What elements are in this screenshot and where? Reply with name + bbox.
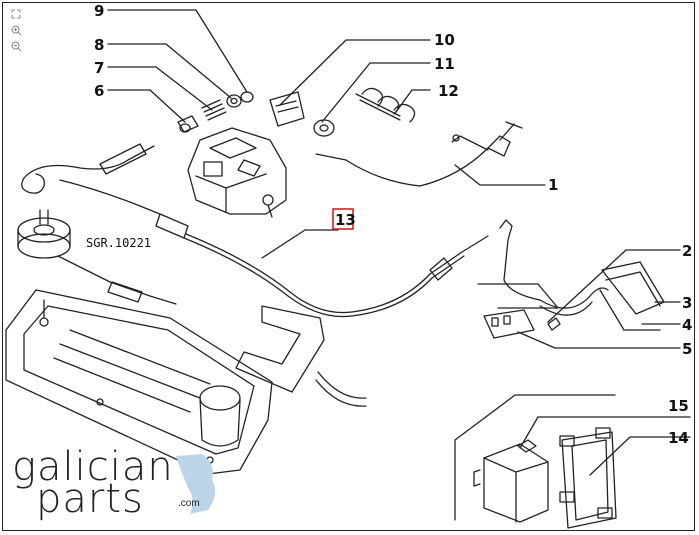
reference-code: SGR.10221 — [86, 236, 151, 250]
bracket-plate-10 — [269, 91, 305, 127]
callout-15[interactable]: 15 — [668, 397, 689, 415]
callout-3[interactable]: 3 — [682, 294, 692, 312]
callout-11[interactable]: 11 — [434, 55, 455, 73]
logo-line-2: parts — [36, 476, 144, 522]
hardware-parts-6-9 — [177, 91, 254, 133]
callout-5[interactable]: 5 — [682, 340, 692, 358]
callout-8[interactable]: 8 — [94, 36, 104, 54]
accelerator-pedal — [477, 219, 665, 339]
rocker-cover — [5, 289, 273, 475]
choke-cable — [21, 143, 155, 207]
part-14-bracket — [559, 427, 617, 529]
brand-logo: galician parts .com — [12, 444, 216, 522]
mounting-bracket — [235, 305, 367, 407]
callout-2[interactable]: 2 — [682, 242, 692, 260]
callout-12[interactable]: 12 — [438, 82, 459, 100]
logo-accent-shape — [176, 454, 216, 514]
callout-13[interactable]: 13 — [335, 211, 356, 229]
callout-labels: 9 8 7 6 10 11 12 1 13 2 3 4 5 15 14 SGR.… — [86, 2, 692, 447]
highlight-box-13[interactable] — [332, 208, 354, 230]
logo-line-1: galician — [12, 444, 174, 490]
throttle-pulley — [17, 209, 71, 259]
expand-icon[interactable] — [9, 8, 23, 20]
clips-12 — [355, 87, 416, 123]
logo-suffix: .com — [178, 498, 200, 509]
callout-10[interactable]: 10 — [434, 31, 455, 49]
callout-1[interactable]: 1 — [548, 176, 558, 194]
carburettor — [187, 127, 287, 218]
throttle-cable-1 — [315, 121, 523, 187]
callout-4[interactable]: 4 — [682, 316, 692, 334]
callout-9[interactable]: 9 — [94, 2, 104, 20]
part-15-module — [473, 439, 549, 523]
cable-13 — [139, 205, 489, 318]
callout-6[interactable]: 6 — [94, 82, 104, 100]
zoom-out-icon[interactable] — [9, 40, 23, 52]
callout-7[interactable]: 7 — [94, 59, 104, 77]
linkage-rods — [57, 255, 177, 305]
zoom-in-icon[interactable] — [9, 24, 23, 36]
grommet-11 — [313, 119, 335, 137]
callout-14[interactable]: 14 — [668, 429, 689, 447]
leader-lines — [107, 9, 691, 521]
